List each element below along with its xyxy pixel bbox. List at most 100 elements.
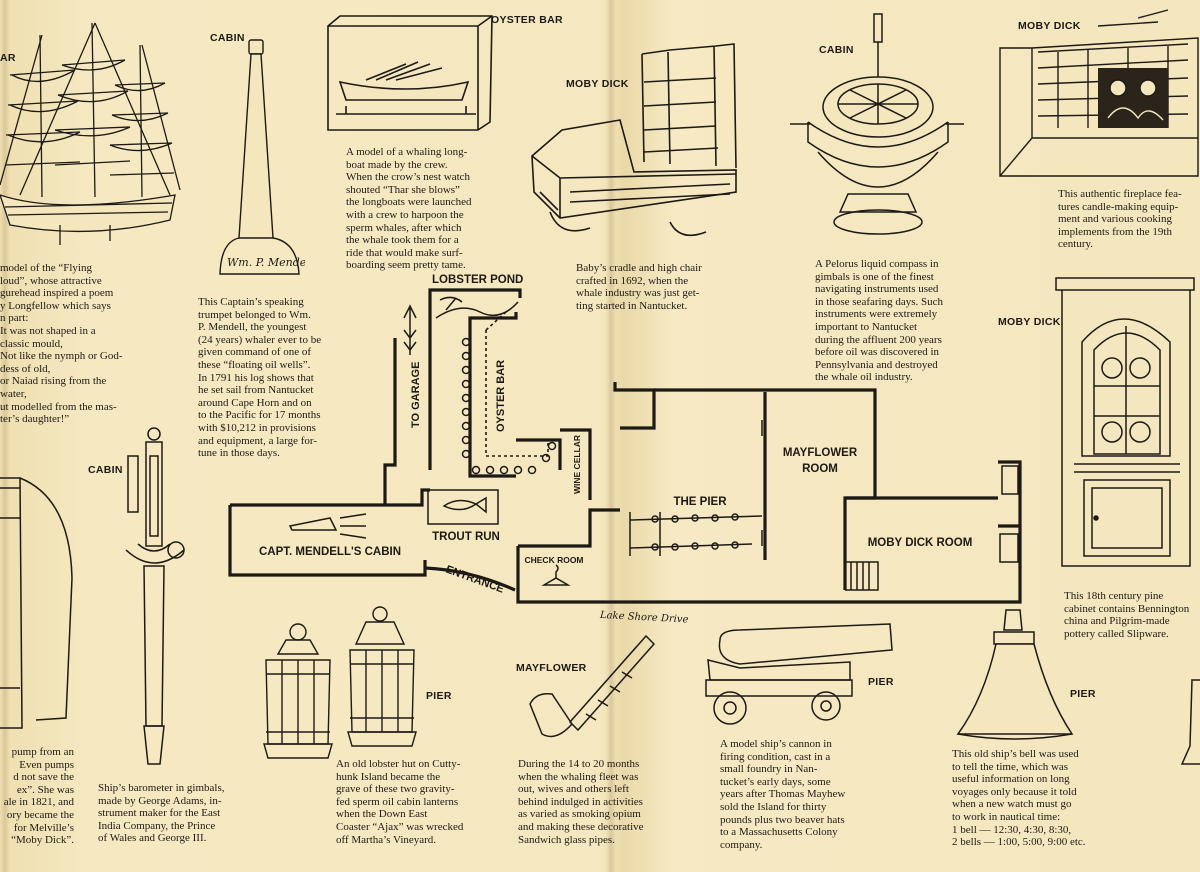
cabin-label-compass: CABIN bbox=[819, 44, 854, 56]
caption-line: behind indulged in activities bbox=[518, 795, 643, 808]
caption-line: classic mould, bbox=[0, 337, 63, 350]
caption-line: tune in those days. bbox=[198, 447, 280, 460]
caption-line: around Cape Horn and on bbox=[198, 396, 312, 409]
moby-dick-label-fireplace: MOBY DICK bbox=[1018, 20, 1081, 32]
caption-line: Baby’s cradle and high chair bbox=[576, 262, 702, 274]
caption-line: century. bbox=[1058, 238, 1094, 251]
caption-line: and equipment, a large for- bbox=[198, 434, 318, 447]
caption-line: Not like the nymph or God- bbox=[0, 350, 123, 363]
caption-line: pump from an bbox=[11, 746, 74, 758]
caption-line: off Martha’s Vineyard. bbox=[336, 833, 437, 846]
trumpet-signature: Wm. P. Mendell bbox=[227, 256, 305, 269]
caption-line: India Company, the Prince bbox=[98, 819, 216, 832]
caption-line: ory became the bbox=[6, 808, 74, 821]
caption-line: crafted in 1692, when the bbox=[576, 274, 689, 287]
caption-line: This 18th century pine bbox=[1064, 590, 1164, 602]
trout-run-label: TROUT RUN bbox=[432, 531, 500, 543]
caption-line: ale in 1821, and bbox=[3, 796, 74, 809]
the-pier-label: THE PIER bbox=[673, 496, 727, 508]
cannon-illustration bbox=[700, 620, 896, 730]
caption-line: This old ship’s bell was used bbox=[952, 748, 1079, 760]
caption-line: small foundry in Nan- bbox=[720, 763, 818, 776]
caption-line: strument maker for the East bbox=[98, 807, 221, 820]
caption-line: when the whaling fleet was bbox=[518, 770, 639, 783]
glass-pipe-illustration bbox=[526, 634, 658, 746]
caption-line: In 1791 his log shows that bbox=[198, 371, 314, 384]
caption-line: or Naiad rising from the bbox=[0, 375, 107, 388]
caption-line: fed sperm oil cabin lanterns bbox=[336, 795, 459, 808]
caption-line: shouted “Thar she blows” bbox=[346, 183, 460, 196]
pump-illustration bbox=[0, 458, 78, 738]
cabin-label-barometer: CABIN bbox=[88, 464, 123, 476]
caption-line: pounds plus two beaver hats bbox=[720, 813, 845, 826]
moby-dick-room-label: MOBY DICK ROOM bbox=[868, 537, 973, 549]
caption-line: when a new watch must go bbox=[952, 798, 1072, 811]
caption-line: of Wales and George III. bbox=[98, 832, 207, 845]
caption-line: Pennsylvania and destroyed bbox=[815, 358, 938, 371]
caption-line: It was not shaped in a bbox=[0, 324, 96, 337]
caption-line: when the Down East bbox=[336, 808, 428, 821]
caption-line: pottery called Slipware. bbox=[1064, 627, 1169, 640]
ships-bell-illustration bbox=[954, 608, 1076, 742]
caption-line: to work in nautical time: bbox=[952, 810, 1061, 823]
caption-line: This authentic fireplace fea- bbox=[1058, 188, 1182, 200]
caption-line: in those seafaring days. Such bbox=[815, 295, 943, 308]
caption-line: china and Pilgrim-made bbox=[1064, 615, 1170, 628]
caption-line: A model ship’s cannon in bbox=[720, 738, 832, 750]
caption-line: useful information on long bbox=[952, 773, 1070, 786]
sailing-ship-illustration bbox=[0, 15, 185, 245]
caption-line: the whale took them for a bbox=[346, 234, 459, 247]
caption-line: implements from the 19th bbox=[1058, 225, 1172, 238]
entrance-label: ENTRANCE bbox=[444, 564, 506, 596]
caption-line: company. bbox=[720, 838, 763, 851]
ship-label: AR bbox=[0, 52, 16, 64]
caption-line: given command of one of bbox=[198, 346, 312, 359]
caption-line: This Captain’s speaking bbox=[198, 296, 304, 308]
cradle-highchair-illustration bbox=[530, 42, 742, 247]
caption-line: 1 bell — 12:30, 4:30, 8:30, bbox=[952, 823, 1072, 836]
check-room-label: CHECK ROOM bbox=[524, 555, 583, 565]
caption-line: voyages only because it told bbox=[952, 785, 1077, 798]
caption-line: Even pumps bbox=[19, 758, 74, 771]
caption-line: ment and various cooking bbox=[1058, 213, 1172, 226]
caption-line: ter’s daughter!” bbox=[0, 413, 70, 426]
caption-line: Sandwich glass pipes. bbox=[518, 833, 615, 846]
pier-label-cannon: PIER bbox=[868, 676, 894, 688]
caption-line: ting started in Nantucket. bbox=[576, 299, 688, 312]
caption-line: years after Thomas Mayhew bbox=[720, 788, 846, 801]
caption-fireplace: This authentic fireplace fea-tures candl… bbox=[1058, 188, 1198, 251]
corner-cabinet-illustration bbox=[1054, 276, 1196, 576]
caption-whaling-longboat: A model of a whaling long-boat made by t… bbox=[346, 146, 496, 272]
caption-line: out, wives and others left bbox=[518, 783, 629, 796]
caption-line: with $10,212 in provisions bbox=[198, 421, 316, 434]
caption-line: sperm whales, after which bbox=[346, 221, 462, 234]
edge-object-illustration bbox=[1178, 676, 1200, 766]
caption-line: d not save the bbox=[13, 771, 74, 784]
caption-line: Ship’s barometer in gimbals, bbox=[98, 782, 225, 794]
caption-line: hunk Island became the bbox=[336, 770, 441, 783]
caption-line: made by George Adams, in- bbox=[98, 794, 222, 807]
caption-line: ut modelled from the mas- bbox=[0, 400, 117, 413]
caption-line: the whale oil industry. bbox=[815, 371, 913, 384]
moby-dick-label-cabinet: MOBY DICK bbox=[998, 316, 1061, 328]
speaking-trumpet-illustration: Wm. P. Mendell bbox=[215, 38, 305, 280]
caption-line: during the affluent 200 years bbox=[815, 333, 942, 346]
fold-center bbox=[606, 0, 616, 872]
caption-line: sold the Island for thirty bbox=[720, 800, 827, 813]
caption-line: y Longfellow which says bbox=[0, 299, 111, 312]
to-garage-label: TO GARAGE bbox=[410, 362, 422, 428]
fold-left bbox=[0, 0, 10, 872]
caption-line: gurehead inspired a poem bbox=[0, 287, 114, 300]
caption-line: important to Nantucket bbox=[815, 320, 918, 333]
lanterns-illustration bbox=[258, 604, 420, 764]
caption-line: navigating instruments used bbox=[815, 283, 939, 296]
compass-illustration bbox=[788, 12, 966, 240]
moby-dick-label-cradle: MOBY DICK bbox=[566, 78, 629, 90]
